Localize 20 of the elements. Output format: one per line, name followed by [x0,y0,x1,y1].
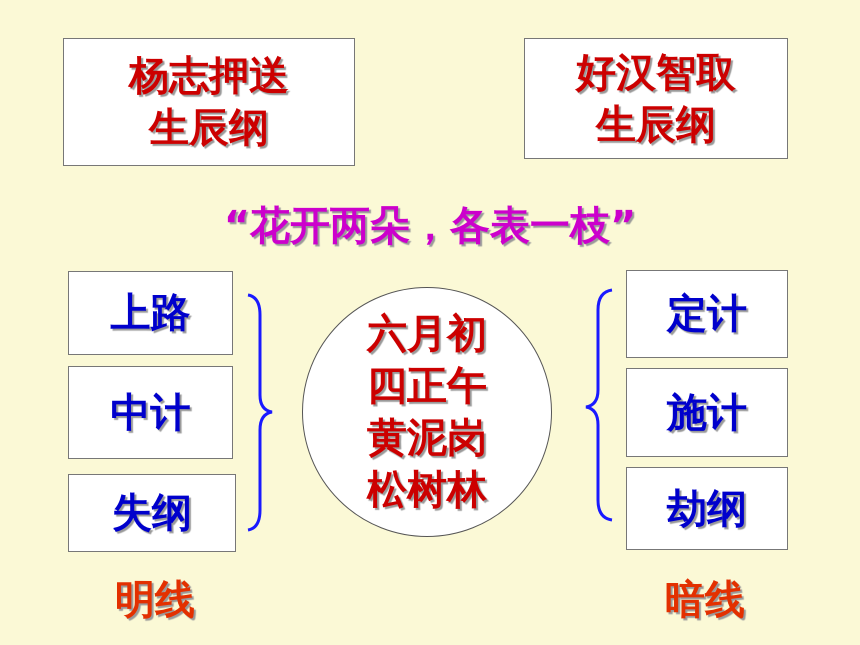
line-label: 暗线 [665,576,745,625]
node-text: 定计 [667,290,747,339]
text-box [63,38,355,166]
text-box [68,366,233,459]
node-text: 好汉智取生辰纲 [574,48,737,150]
text-box [68,271,233,355]
text-box [626,270,788,358]
node-text: 六月初四正午黄泥岗松树林 [365,310,488,515]
node-text: 上路 [110,289,190,338]
text-box [524,38,788,159]
node-text: 中计 [110,388,190,438]
node-text: 劫纲 [667,484,747,534]
text-box [626,368,788,457]
node-text: 施计 [667,388,747,438]
node-text: 杨志押送生辰纲 [127,52,290,153]
text-box [68,474,236,552]
line-label: 明线 [115,576,195,625]
text-box [626,467,788,550]
node-text: 失纲 [112,489,192,538]
quote-heading: “花开两朵，各表一枝” [224,202,636,251]
